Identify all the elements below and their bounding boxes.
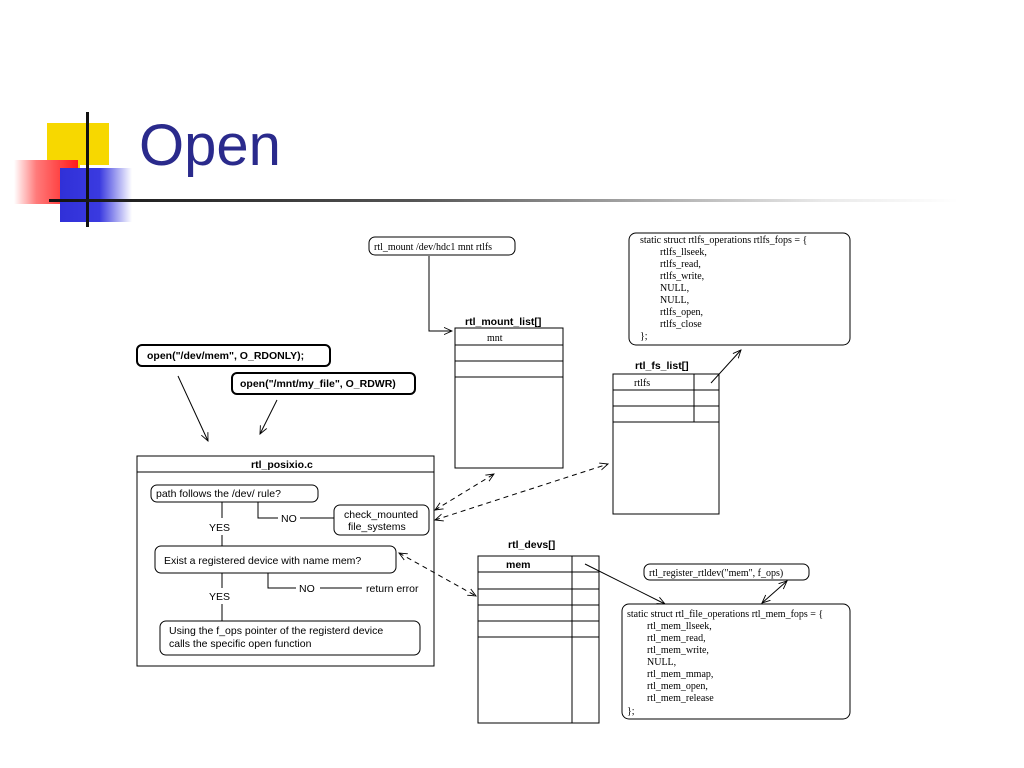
fs-ops-line: };: [640, 331, 648, 342]
mem-ops-line: rtl_mem_release: [647, 693, 714, 704]
check-mounted-box: [333, 504, 430, 536]
q1-box: [150, 484, 319, 503]
q2-box: [154, 545, 397, 574]
mem-ops-line: rtl_mem_read,: [647, 633, 706, 644]
register-to-mem-ops-arrow: [762, 581, 787, 603]
slide-title: Open: [139, 113, 281, 178]
register-cmd-box: [643, 563, 810, 581]
mem-ops-line: NULL,: [647, 657, 676, 668]
deco-vertical-line: [86, 112, 89, 227]
return-error-text: return error: [366, 583, 419, 595]
posixio-title: rtl_posixio.c: [251, 459, 313, 471]
mem-ops-line: rtl_mem_llseek,: [647, 621, 712, 632]
check-mounted-line1: check_mounted: [344, 509, 418, 521]
mem-ops-line: rtl_mem_open,: [647, 681, 708, 692]
open-file-arrow: [260, 399, 278, 434]
final-line1: Using the f_ops pointer of the registerd…: [169, 625, 383, 637]
open-file-text: open("/mnt/my_file", O_RDWR): [240, 378, 396, 390]
fs-ops-line: rtlfs_llseek,: [660, 247, 707, 258]
fs-list-table: [612, 373, 720, 515]
mem-ops-line: static struct rtl_file_operations rtl_me…: [627, 609, 823, 620]
fs-list-to-ops-arrow: [710, 350, 741, 384]
fs-ops-line: rtlfs_close: [660, 319, 702, 330]
q2-no-line: [267, 573, 296, 589]
mem-ops-line: rtl_mem_mmap,: [647, 669, 713, 680]
no2-label: NO: [299, 583, 315, 595]
open-mem-text: open("/dev/mem", O_RDONLY);: [147, 350, 304, 362]
register-cmd-text: rtl_register_rtldev("mem", f_ops): [649, 568, 783, 579]
q2-text: Exist a registered device with name mem?: [164, 555, 361, 567]
mount-cmd-text: rtl_mount /dev/hdc1 mnt rtlfs: [374, 242, 492, 253]
deco-yellow-square-b: [47, 123, 109, 165]
dashed-to-mount-list: [435, 474, 494, 510]
mount-arrow: [428, 256, 452, 331]
final-line2: calls the specific open function: [169, 638, 312, 650]
mount-list-entry: mnt: [487, 333, 503, 344]
open-mem-arrow: [177, 375, 208, 441]
q1-text: path follows the /dev/ rule?: [156, 488, 281, 500]
q1-no-line: [257, 502, 278, 519]
devs-entry: mem: [506, 559, 531, 571]
final-box: [159, 620, 421, 656]
no1-label: NO: [281, 513, 297, 525]
mount-list-title: rtl_mount_list[]: [465, 316, 541, 328]
yes1-label: YES: [209, 522, 230, 534]
open-mem-box: [136, 344, 331, 367]
check-mounted-line2: file_systems: [348, 521, 406, 533]
fs-list-entry: rtlfs: [634, 378, 650, 389]
fs-ops-line: static struct rtlfs_operations rtlfs_fop…: [640, 235, 807, 246]
fs-ops-line: rtlfs_open,: [660, 307, 703, 318]
devs-title: rtl_devs[]: [508, 539, 555, 551]
mem-ops-box: [621, 603, 851, 720]
dashed-to-fs-list: [435, 464, 608, 520]
mem-ops-line: };: [627, 706, 635, 717]
open-file-box: [231, 372, 416, 395]
yes2-label: YES: [209, 591, 230, 603]
deco-blue-square: [60, 168, 132, 222]
fs-ops-line: rtlfs_write,: [660, 271, 704, 282]
devs-table: [477, 555, 600, 724]
deco-horizontal-line: [49, 199, 959, 202]
mount-list-table: [454, 327, 564, 469]
mem-ops-line: rtl_mem_write,: [647, 645, 709, 656]
fs-ops-line: NULL,: [660, 283, 689, 294]
fs-ops-box: [628, 232, 851, 346]
fs-ops-line: NULL,: [660, 295, 689, 306]
mount-cmd-box: [368, 236, 516, 256]
fs-list-title: rtl_fs_list[]: [635, 360, 689, 372]
devs-to-mem-ops-arrow: [584, 563, 665, 604]
dashed-to-devs: [399, 553, 476, 596]
fs-ops-line: rtlfs_read,: [660, 259, 701, 270]
